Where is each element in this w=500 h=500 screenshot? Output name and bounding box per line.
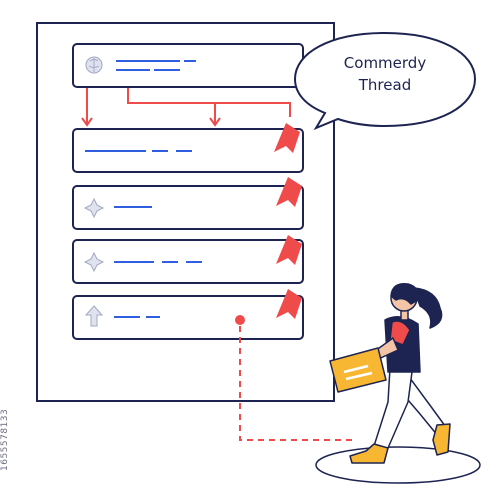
list-item[interactable] [72,295,304,340]
list-item[interactable] [72,239,304,284]
brain-icon [85,56,103,74]
bookmark-icon [276,235,302,265]
stock-image-id: 1655578133 [0,408,10,472]
list-item[interactable] [72,128,304,173]
person-walking [329,283,451,464]
ground-shadow [315,446,481,484]
bookmark-ribbons [274,123,302,319]
list-item[interactable] [72,185,304,230]
upload-arrow-icon [84,305,104,327]
bookmark-icon [274,123,300,153]
flow-arrows [81,87,291,127]
speech-bubble-line-1: Commerdy [343,54,427,72]
list-item[interactable] [72,43,304,88]
speech-bubble-text: Commerdy Thread [315,52,455,96]
speech-bubble [293,31,477,131]
bookmark-icon [276,177,302,207]
sparkle-icon [83,251,105,273]
dashed-connector [235,315,355,441]
sparkle-icon [83,197,105,219]
speech-bubble-line-2: Thread [358,76,412,94]
bookmark-icon [276,289,302,319]
